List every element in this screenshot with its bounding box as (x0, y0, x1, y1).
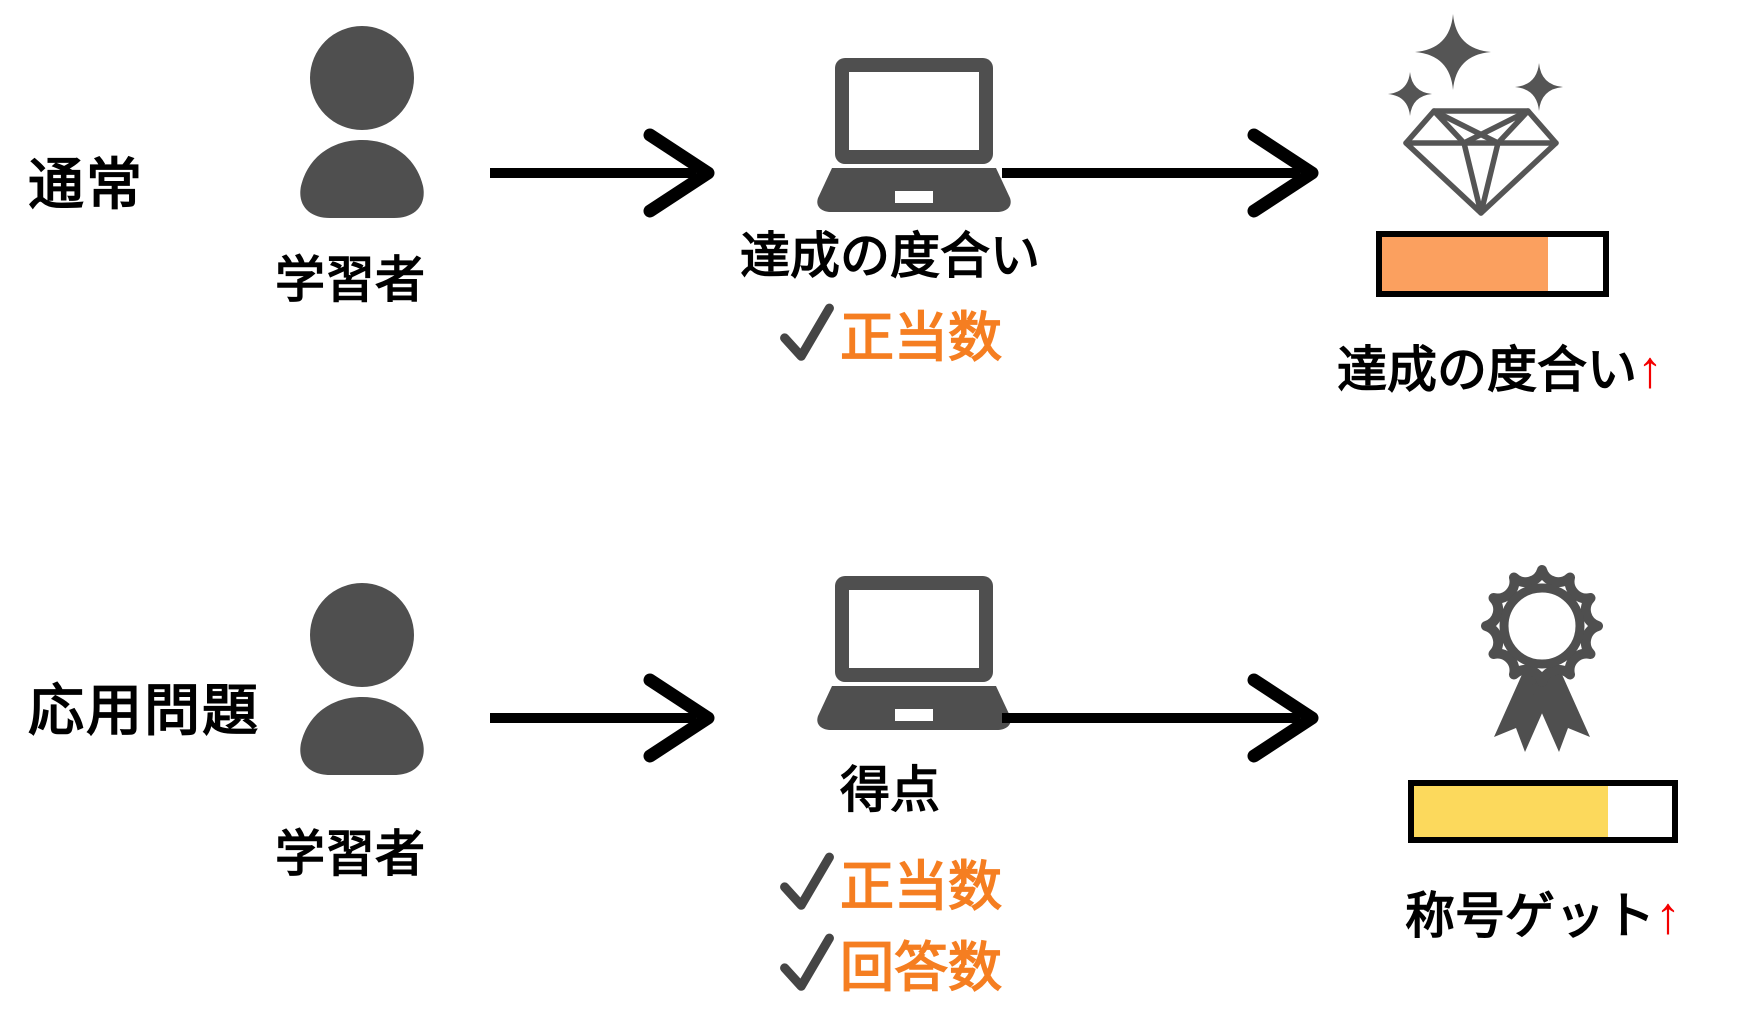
row1-category-label: 通常 (28, 153, 144, 216)
person-icon (300, 26, 424, 218)
row2-check-label: 正当数 (840, 857, 1002, 917)
row1-check-item: 正当数 (778, 293, 1002, 372)
arrow-right-icon (490, 673, 715, 763)
arrow-right-icon (490, 128, 715, 218)
row1-result-label: 達成の度合い↑ (1260, 330, 1740, 402)
row2-progress-fill (1414, 786, 1608, 837)
row2-check-label: 回答数 (840, 938, 1002, 998)
award-ribbon-icon (1481, 565, 1603, 752)
row2-result-label: 称号ゲット↑ (1323, 876, 1753, 948)
row2-learner-label: 学習者 (275, 826, 425, 882)
laptop-icon (817, 58, 1011, 212)
row2-progress-bar (1408, 780, 1678, 843)
row1-learner-label: 学習者 (275, 252, 425, 308)
row1-check-list: 正当数 (650, 293, 1130, 372)
row2-result-text: 称号ゲット (1405, 888, 1655, 944)
check-icon (780, 852, 834, 910)
row1-progress-fill (1382, 237, 1548, 291)
row1-progress-bar (1376, 231, 1609, 297)
row2-process-label: 得点 (840, 762, 940, 818)
arrow-right-icon (1002, 128, 1319, 218)
arrow-right-icon (1002, 673, 1319, 763)
row1-process-label: 達成の度合い (740, 228, 1040, 284)
row1-result-text: 達成の度合い (1337, 342, 1637, 398)
person-icon (300, 583, 424, 775)
sparkling-diamond-icon (1388, 14, 1563, 216)
row1-check-label: 正当数 (840, 308, 1002, 368)
row2-check-item: 正当数 (778, 842, 1002, 921)
check-icon (780, 303, 834, 361)
check-icon (780, 933, 834, 991)
row2-check-list: 正当数 回答数 (650, 842, 1130, 1002)
row2-check-item: 回答数 (778, 923, 1002, 1002)
red-up-arrow-icon: ↑ (1655, 887, 1681, 945)
red-up-arrow-icon: ↑ (1637, 341, 1663, 399)
laptop-icon (817, 576, 1011, 730)
row2-category-label: 応用問題 (28, 679, 260, 742)
